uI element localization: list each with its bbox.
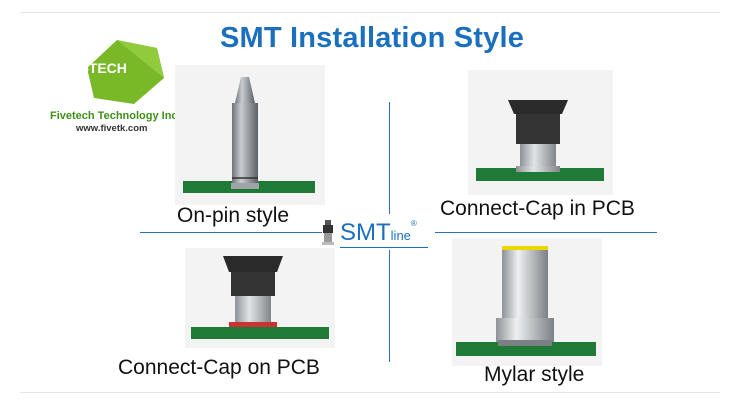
panel-connect-cap-in-pcb [468,70,613,195]
mylar-illustration [452,238,602,366]
panel-mylar [452,238,602,366]
horizontal-divider [140,232,322,233]
company-logo: 5TECH ® Fivetech Technology Inc. www.fiv… [50,38,200,138]
panel-on-pin [175,65,325,205]
smtline-wordmark: SMTline® [340,219,417,247]
logo-registered-symbol: ® [140,75,151,91]
logo-company-name: Fivetech Technology Inc. [50,110,181,122]
connect-cap-in-pcb-illustration [468,70,613,195]
caption-connect-cap-on-pcb: Connect-Cap on PCB [118,356,320,379]
smt-pin-icon [322,220,334,245]
smtline-sub-text: line [390,228,411,243]
smtline-registered: ® [410,219,417,228]
vertical-divider-bottom [389,250,390,362]
page-title: SMT Installation Style [219,22,525,54]
horizontal-divider-right [435,232,657,233]
on-pin-illustration [175,65,325,205]
connect-cap-on-pcb-illustration [185,248,335,348]
caption-mylar: Mylar style [484,363,585,386]
bottom-rule [20,392,720,393]
logo-mark-text: 5TECH [81,60,127,76]
logo-url: www.fivetk.com [76,123,148,134]
caption-connect-cap-in-pcb: Connect-Cap in PCB [440,197,635,220]
logo-hexagon-icon [87,40,164,104]
vertical-divider-top [389,102,390,214]
smtline-main-text: SMT [340,219,391,246]
top-rule [20,12,720,13]
panel-connect-cap-on-pcb [185,248,335,348]
caption-on-pin: On-pin style [177,204,290,227]
smtline-brand: SMTline® [318,218,438,252]
smtline-underline [340,247,428,248]
